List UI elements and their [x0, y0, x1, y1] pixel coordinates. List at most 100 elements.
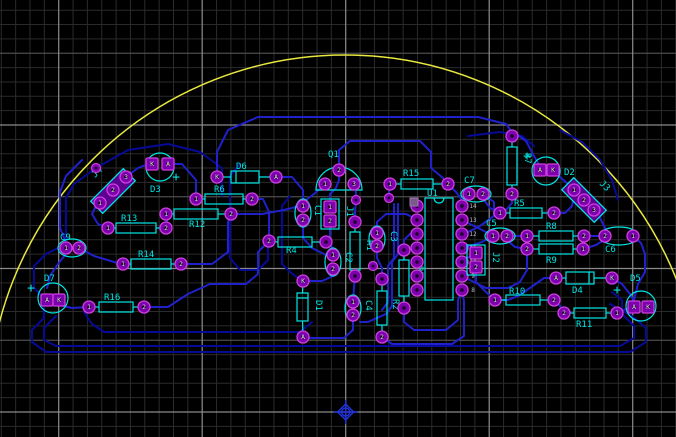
via-pad[interactable] [409, 197, 419, 207]
pad-hole [121, 262, 125, 266]
trace[interactable] [381, 289, 465, 345]
pad-number: K [646, 304, 650, 311]
pad-hole [460, 274, 464, 278]
pad-number: 3 [352, 181, 356, 188]
origin-circle [341, 407, 351, 417]
pad-hole [215, 175, 219, 179]
pad-hole [331, 267, 335, 271]
trace[interactable] [216, 116, 513, 178]
trace[interactable] [229, 163, 269, 271]
pad-hole [491, 234, 495, 238]
via-hole [354, 198, 358, 202]
refdes-C9: C9 [60, 233, 71, 243]
trace[interactable] [143, 240, 270, 308]
pad-number: K [551, 167, 555, 174]
trace[interactable] [59, 159, 83, 243]
component-R2[interactable]: 2R2 [375, 272, 400, 344]
trace[interactable] [281, 195, 299, 279]
trace[interactable] [359, 203, 399, 323]
header-body [320, 198, 340, 230]
origin-marker[interactable] [333, 400, 358, 424]
resistor-body [573, 307, 607, 319]
trace[interactable] [461, 249, 528, 289]
trace[interactable] [275, 176, 304, 207]
pad-hole [646, 305, 650, 309]
trace[interactable] [46, 253, 67, 289]
via[interactable] [90, 162, 102, 174]
pad-number: K [301, 278, 305, 285]
pad-number: 2 [250, 196, 254, 203]
diode-body [230, 170, 260, 184]
pad-number: 2 [552, 210, 556, 217]
capacitor-body [460, 185, 492, 203]
resistor-body [376, 290, 388, 326]
refdes-U1: U1 [427, 189, 438, 199]
pad-hole [415, 260, 419, 264]
refdes-R4: R4 [286, 246, 297, 256]
pad-number: 3 [592, 207, 596, 214]
pad-hole [460, 204, 464, 208]
via[interactable] [409, 197, 419, 207]
component-R1[interactable]: R1 [348, 215, 374, 283]
pad-hole [166, 162, 170, 166]
trace[interactable] [167, 163, 197, 200]
via[interactable] [350, 194, 362, 206]
trace[interactable] [338, 140, 449, 185]
via[interactable] [383, 192, 395, 204]
refdes-D2: D2 [564, 168, 575, 178]
pad-number: 2 [331, 266, 335, 273]
trace[interactable] [43, 313, 635, 347]
trace[interactable] [83, 311, 313, 333]
pad-number: 1 [375, 230, 379, 237]
via[interactable] [367, 260, 379, 272]
pad-number: 1 [351, 299, 355, 306]
pad-hole [603, 234, 607, 238]
trace[interactable] [632, 235, 646, 301]
diode-body [565, 271, 595, 285]
component-J4[interactable]: 123J4 [89, 165, 137, 215]
refdes-R6: R6 [214, 185, 225, 195]
pad-number: A [538, 167, 542, 174]
pad-number: K [610, 275, 614, 282]
component-R4[interactable]: 2R4 [262, 234, 333, 256]
component-R7[interactable]: 2R7 [505, 129, 532, 201]
trace[interactable] [381, 203, 395, 311]
trace[interactable] [559, 129, 619, 201]
board-outline-arc[interactable] [0, 54, 676, 437]
pad-hole [460, 232, 464, 236]
pad-hole [353, 220, 357, 224]
trace[interactable] [329, 169, 340, 208]
trace[interactable] [403, 289, 463, 331]
